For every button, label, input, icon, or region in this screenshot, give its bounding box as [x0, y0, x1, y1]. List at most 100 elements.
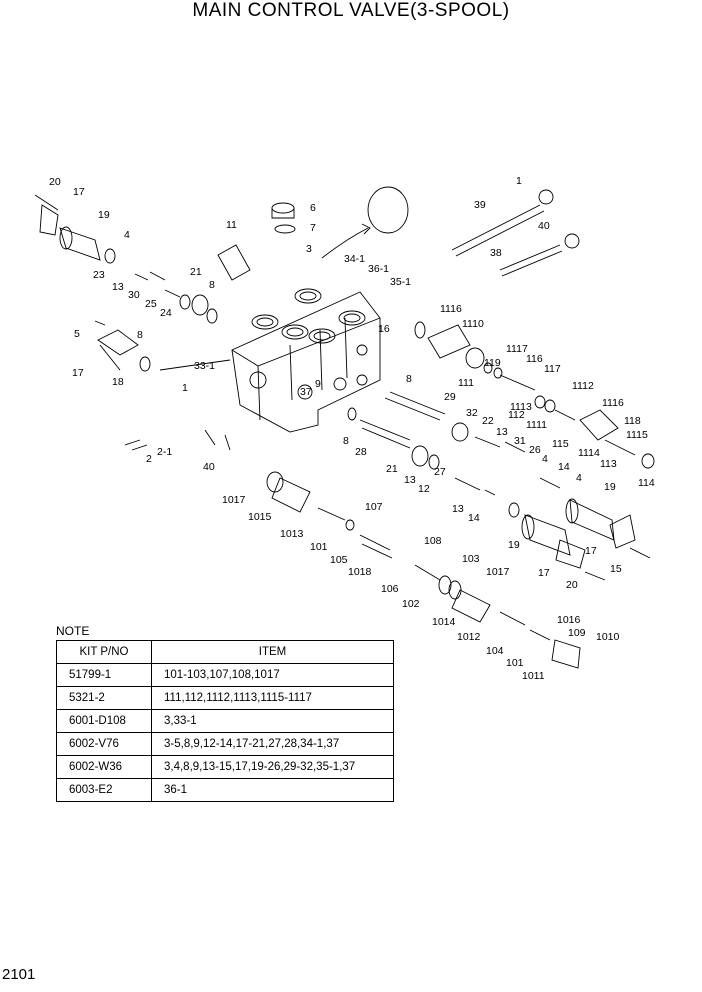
kit-items: 3,4,8,9,13-15,17,19-26,29-32,35-1,37: [151, 755, 394, 779]
callout: 17: [585, 545, 597, 557]
callout: 17: [72, 367, 84, 379]
callout: 8: [209, 279, 215, 291]
callout: 109: [568, 627, 586, 639]
callout: 19: [98, 209, 110, 221]
kit-items: 111,112,1112,1113,1115-1117: [151, 686, 394, 710]
callout: 37: [300, 386, 312, 398]
callout: 114: [638, 477, 655, 489]
kit-part-number: 5321-2: [56, 686, 152, 710]
callout: 14: [468, 512, 480, 524]
callout: 17: [73, 186, 85, 198]
callout: 4: [542, 453, 548, 465]
callout: 21: [386, 463, 398, 475]
callout: 4: [576, 472, 582, 484]
kit-items: 3,33-1: [151, 709, 394, 733]
callout: 1014: [432, 616, 456, 628]
callout: 20: [566, 579, 578, 591]
kit-table: KIT P/NO ITEM 51799-1 101-103,107,108,10…: [56, 640, 394, 802]
callout: 18: [112, 376, 124, 388]
callout: 22: [482, 415, 494, 427]
callout: 17: [538, 567, 550, 579]
callout: 118: [624, 415, 641, 427]
callout: 1: [182, 382, 188, 394]
callout: 40: [203, 461, 215, 473]
callout: 26: [529, 444, 541, 456]
callout: 115: [552, 438, 569, 450]
callout: 1117: [506, 343, 528, 355]
table-header-row: KIT P/NO ITEM: [56, 640, 394, 664]
callout: 1116: [602, 397, 624, 409]
callout: 5: [74, 328, 80, 340]
callout: 8: [137, 329, 143, 341]
table-row: 6003-E2 36-1: [56, 778, 394, 802]
callout: 40: [538, 220, 550, 232]
callout: 34-1: [344, 253, 365, 265]
callout: 19: [508, 539, 520, 551]
column-header: ITEM: [151, 640, 394, 664]
callout: 1115: [626, 429, 648, 441]
kit-items: 3-5,8,9,12-14,17-21,27,28,34-1,37: [151, 732, 394, 756]
note-label: NOTE: [56, 624, 90, 638]
table-row: 6001-D108 3,33-1: [56, 709, 394, 733]
callout: 108: [424, 535, 442, 547]
valve-body: [231, 291, 381, 433]
callout: 16: [378, 323, 390, 335]
callout: 116: [526, 353, 543, 365]
callout: 12: [418, 483, 430, 495]
callout: 1111: [526, 419, 547, 431]
callout: 1016: [557, 614, 581, 626]
callout: 1013: [280, 528, 304, 540]
callout: 24: [160, 307, 172, 319]
callout: 19: [604, 481, 616, 493]
callout: 102: [402, 598, 420, 610]
callout: 11: [226, 219, 237, 231]
callout: 38: [490, 247, 502, 259]
kit-items: 36-1: [151, 778, 394, 802]
callout: 30: [128, 289, 140, 301]
callout: 25: [145, 298, 157, 310]
callout: 13: [112, 281, 124, 293]
callout: 1018: [348, 566, 372, 578]
kit-items: 101-103,107,108,1017: [151, 663, 394, 687]
kit-part-number: 6002-W36: [56, 755, 152, 779]
callout: 103: [462, 553, 480, 565]
callout: 1015: [248, 511, 272, 523]
callout: 1017: [222, 494, 246, 506]
table-row: 6002-W36 3,4,8,9,13-15,17,19-26,29-32,35…: [56, 755, 394, 779]
callout: 1113: [510, 401, 532, 413]
callout: 1017: [486, 566, 510, 578]
callout: 2: [146, 453, 152, 465]
callout: 33-1: [194, 360, 215, 372]
kit-part-number: 51799-1: [56, 663, 152, 687]
callout: 1116: [440, 303, 462, 315]
callout: 8: [343, 435, 349, 447]
callout: 32: [466, 407, 478, 419]
callout: 3: [306, 243, 312, 255]
callout: 111: [458, 377, 474, 389]
callout: 13: [496, 426, 508, 438]
page-title: MAIN CONTROL VALVE(3-SPOOL): [192, 0, 510, 21]
callout: 14: [558, 461, 570, 473]
callout: 4: [124, 229, 130, 241]
kit-part-number: 6003-E2: [56, 778, 152, 802]
callout: 1012: [457, 631, 481, 643]
page-number: 2101: [2, 966, 36, 983]
kit-part-number: 6002-V76: [56, 732, 152, 756]
callout: 35-1: [390, 276, 411, 288]
callout: 1011: [522, 670, 545, 682]
callout: 1110: [462, 318, 484, 330]
kit-part-number: 6001-D108: [56, 709, 152, 733]
callout: 9: [315, 378, 321, 390]
callout: 27: [434, 466, 446, 478]
callout: 119: [484, 357, 501, 369]
column-header: KIT P/NO: [56, 640, 152, 664]
callout: 101: [310, 541, 328, 553]
callout: 36-1: [368, 263, 389, 275]
callout: 104: [486, 645, 504, 657]
callout: 107: [365, 501, 383, 513]
table-row: 6002-V76 3-5,8,9,12-14,17-21,27,28,34-1,…: [56, 732, 394, 756]
callout: 112: [508, 409, 525, 421]
callout: 1112: [572, 380, 594, 392]
callout: 1010: [596, 631, 620, 643]
